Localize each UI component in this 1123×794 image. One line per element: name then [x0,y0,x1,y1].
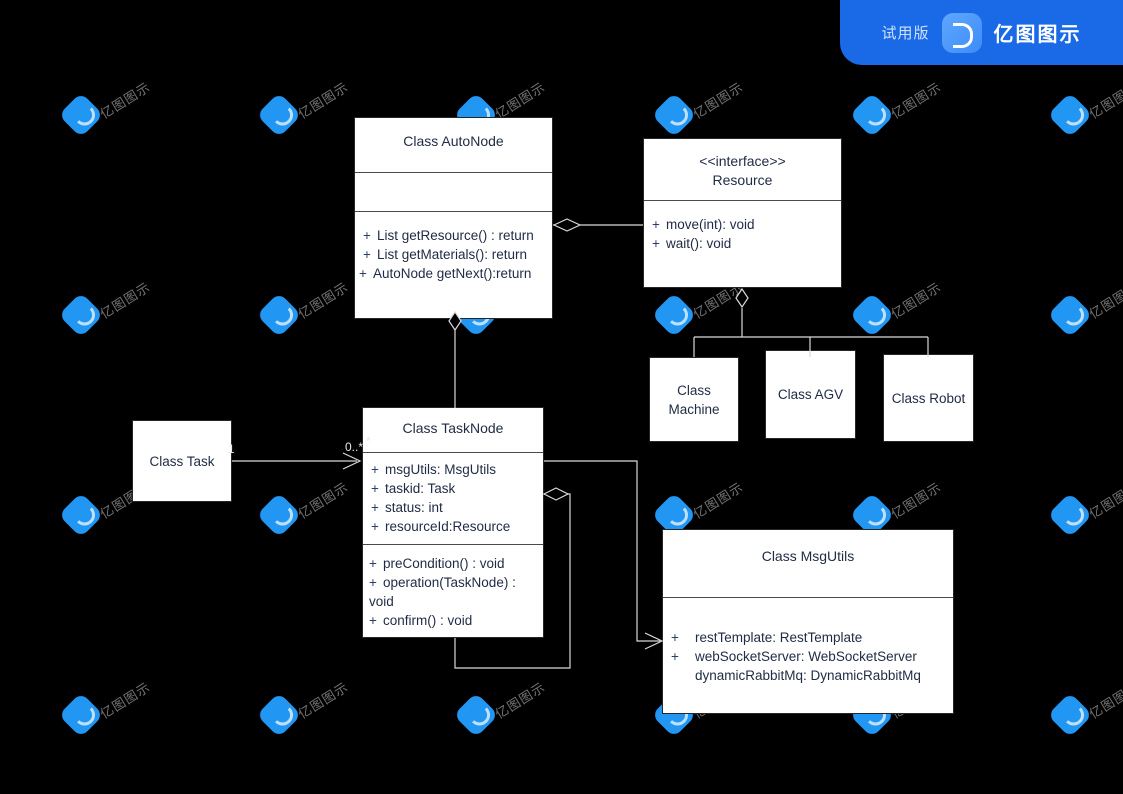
class-title-tasknode: Class TaskNode [402,420,504,436]
member-text: preCondition() : void [383,556,505,571]
compartment-separator [355,211,552,212]
visibility-marker: + [671,630,679,645]
class-node-msgutils[interactable]: Class MsgUtils + restTemplate: RestTempla… [662,529,954,714]
aggregation-diamond-tasknode-self [542,487,570,501]
class-title-msgutils: Class MsgUtils [761,548,855,564]
class-member: +operation(TaskNode) : void [363,573,543,611]
class-node-machine[interactable]: Class Machine [649,357,739,442]
edraw-logo-icon [941,12,982,53]
class-member: + move(int): void [644,215,841,234]
visibility-marker: + [671,649,679,664]
compartment-separator [355,172,552,173]
member-text: webSocketServer: WebSocketServer [695,649,917,664]
visibility-marker: + [369,613,377,628]
compartment-separator [663,597,953,598]
class-member: + AutoNode getNext():return [355,264,552,283]
member-text: msgUtils: MsgUtils [385,462,497,477]
visibility-marker: + [371,481,379,496]
class-member: dynamicRabbitMq: DynamicRabbitMq [663,666,953,685]
class-member: + status: int [363,498,543,517]
member-text: taskid: Task [385,481,456,496]
class-member: + confirm() : void [363,611,543,630]
member-text: List getMaterials(): return [377,247,528,262]
class-member: + List getResource() : return [355,226,552,245]
compartment-separator [644,200,841,201]
visibility-marker: + [369,575,377,590]
attributes-compartment-msgutils: + restTemplate: RestTemplate + webSocketSe… [663,598,953,685]
visibility-marker: + [369,556,377,571]
visibility-marker: + [363,247,371,262]
trial-label: 试用版 [881,25,930,42]
member-text: status: int [385,500,443,515]
member-text: AutoNode getNext():return [373,266,532,281]
class-member: + preCondition() : void [363,554,543,573]
visibility-marker: + [363,228,371,243]
methods-compartment-autonode: + List getResource() : return + List getMa… [355,212,552,283]
multiplicity-tasknode-self: * [366,434,371,448]
member-text: operation(TaskNode) : void [369,575,516,609]
arrowhead-tasknode-msgutils [644,632,664,650]
class-node-autonode[interactable]: Class AutoNode +List getResource() : ret… [354,117,553,319]
class-node-robot[interactable]: Class Robot [883,354,974,442]
edge-tasknode-msgutils [544,460,660,642]
class-node-agv[interactable]: Class AGV [765,350,856,439]
member-text: restTemplate: RestTemplate [695,630,863,645]
multiplicity-task-source: 1 [228,442,235,456]
visibility-marker: + [371,519,379,534]
member-text: wait(): void [666,236,732,251]
class-member: + restTemplate: RestTemplate [663,628,953,647]
aggregation-diamond-resource-bus [735,287,749,309]
class-member: + webSocketServer: WebSocketServer [663,647,953,666]
brand-name-label: 亿图图示 [993,24,1082,46]
trial-version-badge: 试用版 亿图图示 [840,0,1123,65]
class-title-resource: Resource [712,172,773,188]
aggregation-diamond-autonode-resource [552,218,582,232]
compartment-separator [363,452,543,453]
compartment-separator [363,544,543,545]
member-text: confirm() : void [383,613,473,628]
visibility-marker: + [371,500,379,515]
class-stereotype-resource: <<interface>> [699,153,786,169]
member-text: dynamicRabbitMq: DynamicRabbitMq [695,668,921,683]
member-text: List getResource() : return [377,228,534,243]
member-text: move(int): void [666,217,755,232]
visibility-marker: + [652,236,660,251]
class-member: + msgUtils: MsgUtils [363,460,543,479]
arrowhead-task-tasknode [342,452,362,470]
methods-compartment-tasknode: +preCondition() : void +operation(TaskNo… [363,545,543,630]
visibility-marker: + [652,217,660,232]
aggregation-diamond-autonode-tasknode [448,310,462,332]
class-member: + List getMaterials(): return [355,245,552,264]
class-node-task[interactable]: Class Task [132,420,232,502]
visibility-marker: + [359,266,367,281]
multiplicity-tasknode-target: 0..* [345,440,364,454]
class-node-resource[interactable]: <<interface>> Resource + move(int): void … [643,138,842,288]
edge-tasknode-self [454,493,571,669]
methods-compartment-resource: + move(int): void + wait(): void [644,201,841,253]
class-member: + wait(): void [644,234,841,253]
visibility-marker: + [371,462,379,477]
class-member: + taskid: Task [363,479,543,498]
